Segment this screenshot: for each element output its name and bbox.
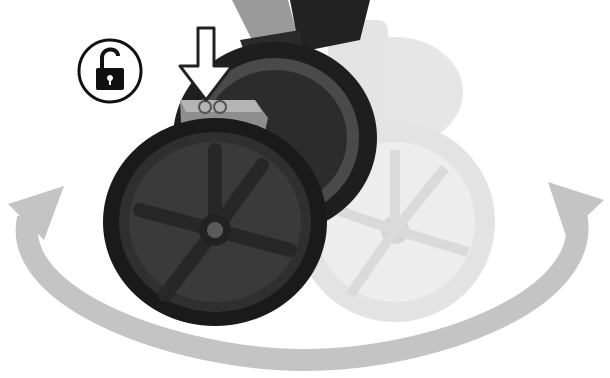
unlocked-padlock-icon [79,40,141,102]
front-wheel [103,118,327,326]
